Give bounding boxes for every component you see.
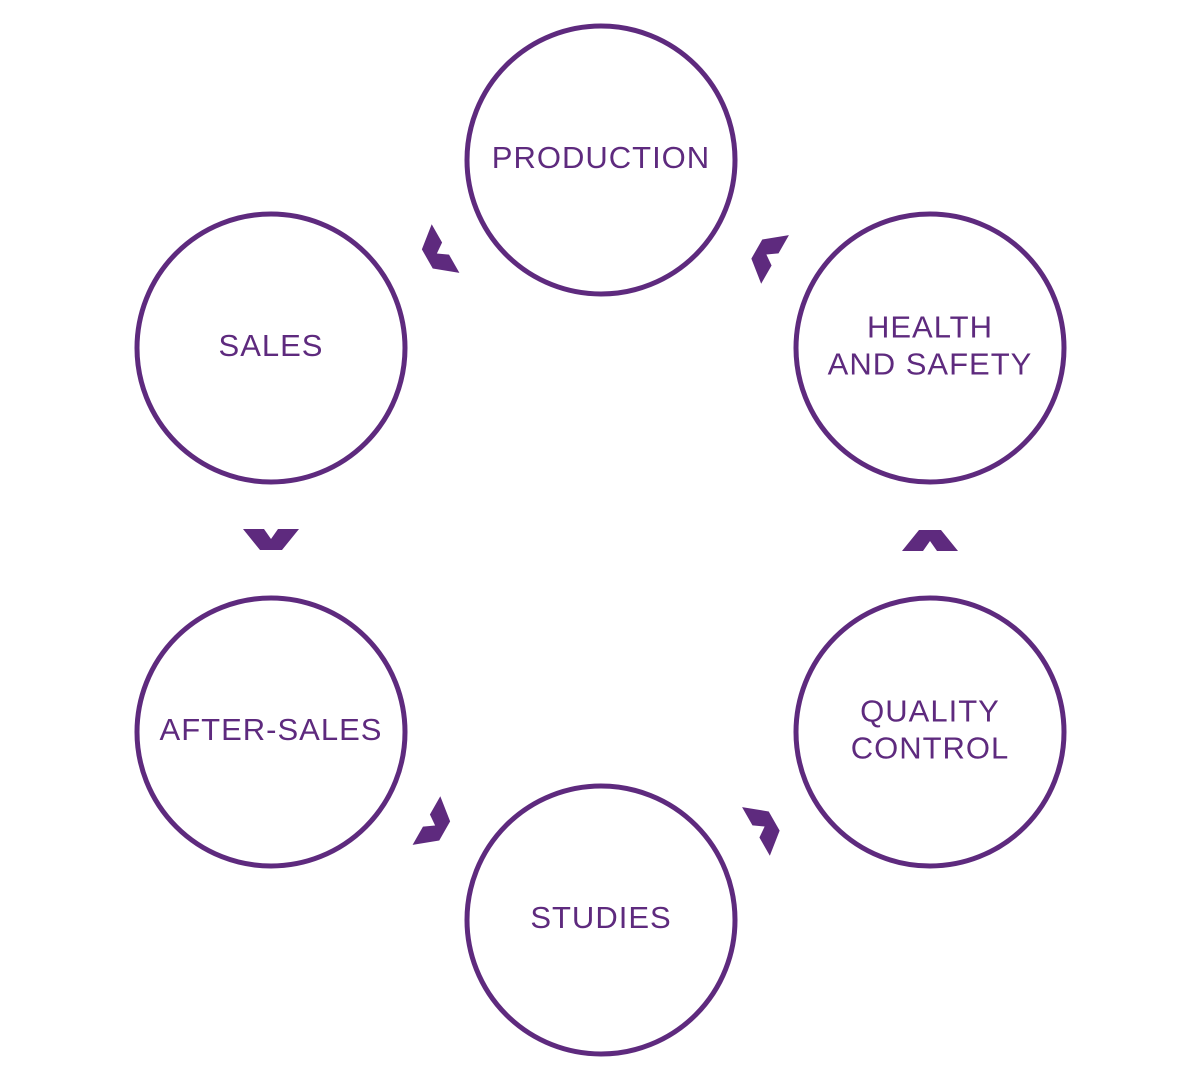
chevron-icon — [412, 796, 451, 845]
chevron-icon — [751, 235, 789, 284]
node-studies: STUDIES — [464, 783, 738, 1057]
node-label: STUDIES — [530, 900, 671, 935]
node-circle — [793, 211, 1067, 485]
node-label: HEALTH — [867, 310, 993, 345]
node-production: PRODUCTION — [464, 23, 738, 297]
node-label: SALES — [219, 328, 324, 363]
node-circle — [464, 23, 738, 297]
node-circle — [464, 783, 738, 1057]
chevron-down-icon — [243, 529, 299, 550]
node-circle — [793, 595, 1067, 869]
chevron-icon — [742, 807, 780, 856]
node-label: QUALITY — [860, 694, 1000, 729]
node-label: CONTROL — [851, 731, 1010, 766]
node-label: AND SAFETY — [828, 347, 1033, 382]
node-circle — [134, 211, 408, 485]
node-label: PRODUCTION — [492, 140, 710, 175]
arrows-layer — [243, 224, 958, 856]
chevron-up-icon — [902, 530, 958, 551]
node-sales: SALES — [134, 211, 408, 485]
chevron-icon — [421, 224, 460, 273]
node-after-sales: AFTER-SALES — [134, 595, 408, 869]
node-circle — [134, 595, 408, 869]
node-label: AFTER-SALES — [160, 712, 383, 747]
